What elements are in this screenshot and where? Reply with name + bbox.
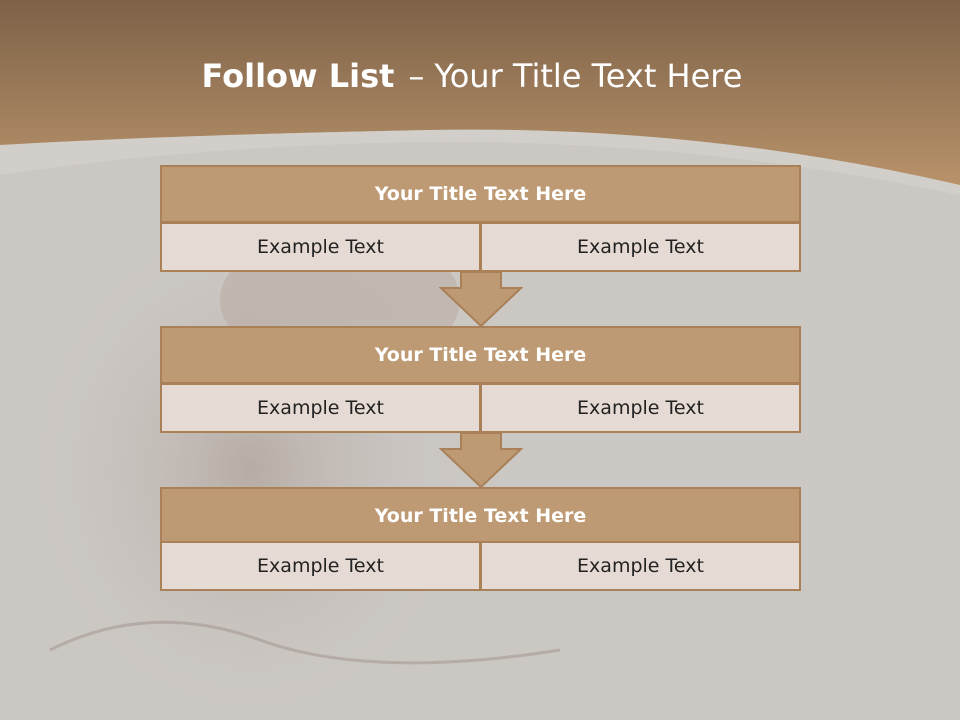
block-1-left-cell: Example Text — [160, 222, 481, 272]
header-band — [0, 0, 960, 185]
block-3-title: Your Title Text Here — [160, 487, 801, 545]
block-2-left-cell: Example Text — [160, 383, 481, 433]
slide-title-bold: Follow List — [201, 57, 395, 95]
block-2-right-cell: Example Text — [480, 383, 801, 433]
slide-title: Follow List–Your Title Text Here — [0, 54, 944, 98]
block-3-right-cell: Example Text — [480, 541, 801, 591]
faded-figure-outline — [49, 620, 561, 665]
block-2-title: Your Title Text Here — [160, 326, 801, 384]
down-arrow-icon — [439, 432, 523, 489]
block-1-right-cell: Example Text — [480, 222, 801, 272]
slide-title-rest: Your Title Text Here — [434, 57, 743, 95]
block-3-left-cell: Example Text — [160, 541, 481, 591]
down-arrow-icon — [439, 271, 523, 328]
block-1-title: Your Title Text Here — [160, 165, 801, 223]
slide-title-separator: – — [408, 57, 425, 95]
header-swoosh — [0, 129, 960, 195]
